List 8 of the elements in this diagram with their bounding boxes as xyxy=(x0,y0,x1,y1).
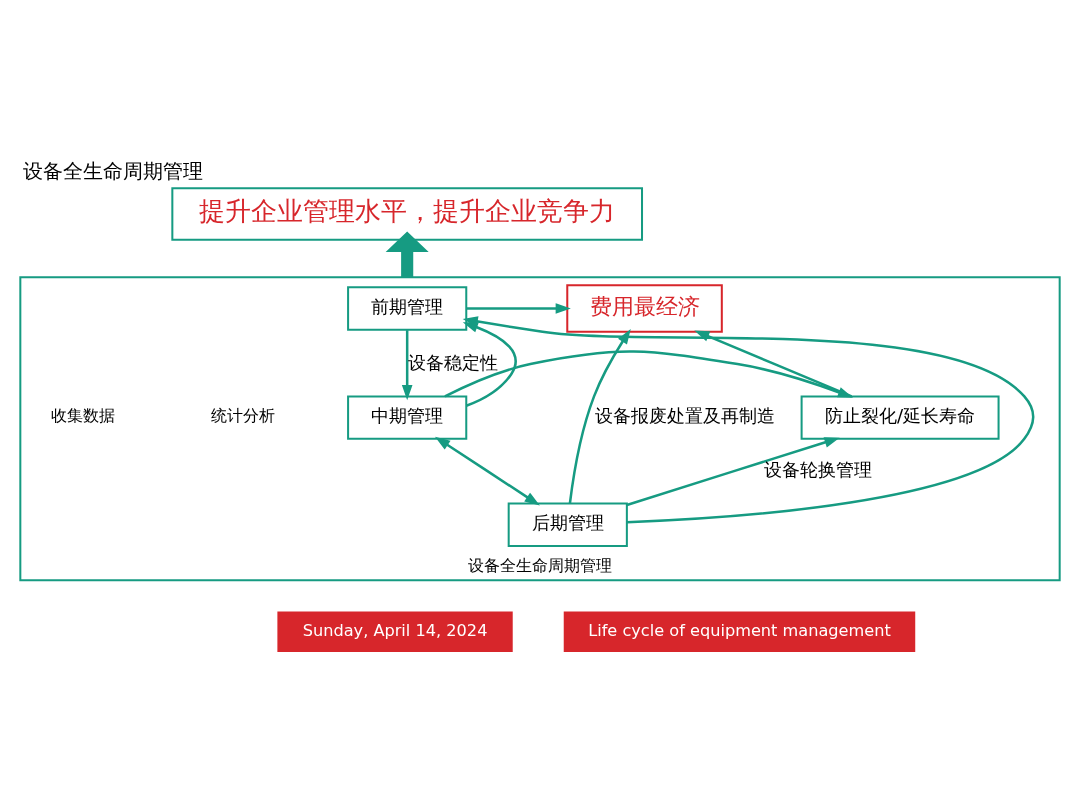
label: 收集数据 xyxy=(50,406,115,426)
edge-label: 设备报废处置及再制造 xyxy=(595,405,776,427)
edge-label: 设备稳定性 xyxy=(408,351,499,373)
edge-label: 设备轮换管理 xyxy=(763,458,872,480)
diagram-title: 设备全生命周期管理 xyxy=(22,159,203,184)
label: 统计分析 xyxy=(210,406,275,426)
label: Sunday, April 14, 2024 xyxy=(302,620,488,640)
label: Life cycle of equipment management xyxy=(588,620,891,640)
